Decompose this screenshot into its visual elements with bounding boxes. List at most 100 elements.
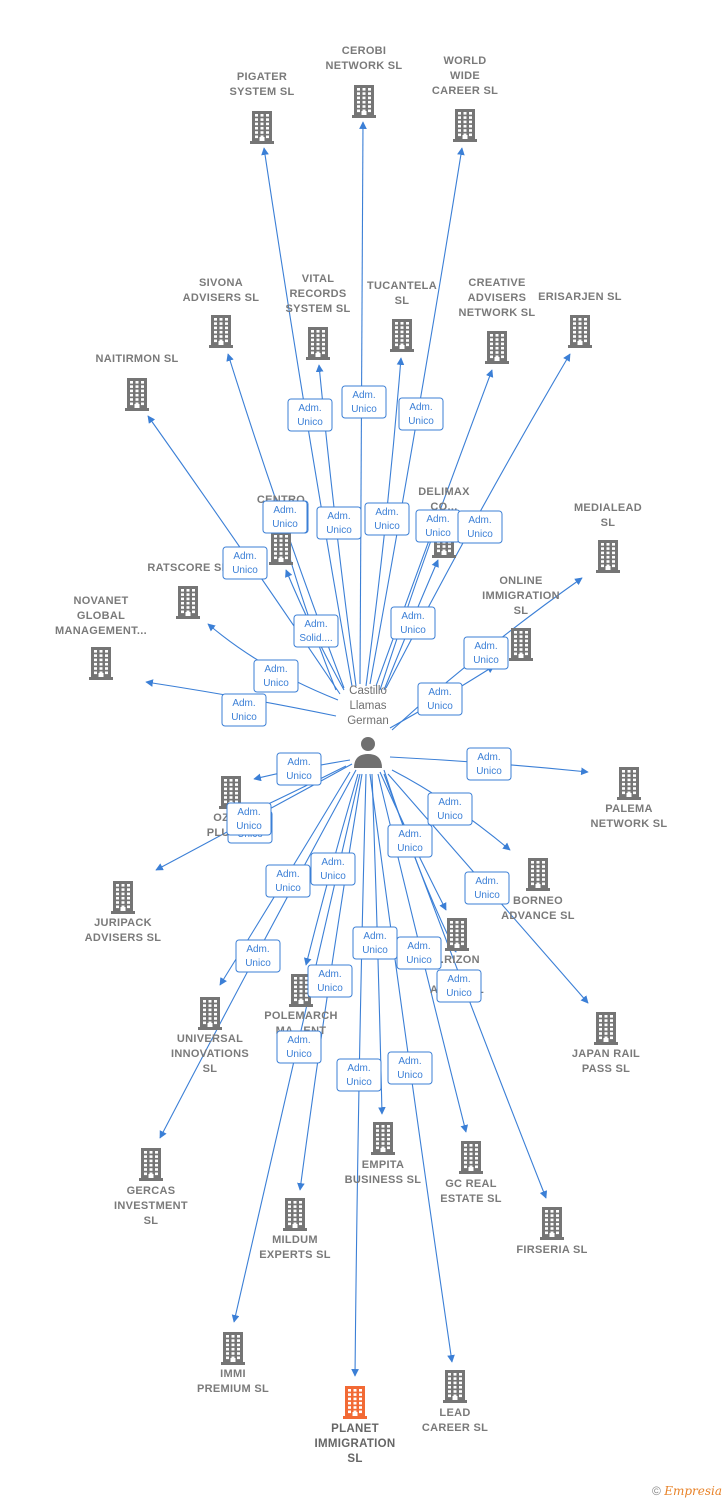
company-label-line: PREMIUM SL: [197, 1383, 269, 1395]
company-label-line: SYSTEM SL: [229, 86, 294, 98]
company-label-line: RATSCORE SL: [147, 562, 228, 574]
company-node-naitirmon[interactable]: NAITIRMON SL: [95, 353, 178, 411]
role-badge-gercas[interactable]: Adm.Unico: [235, 939, 281, 973]
role-badge-centro-bl[interactable]: Adm.Unico: [262, 500, 308, 534]
building-icon: [617, 767, 641, 800]
building-icon: [343, 1386, 367, 1419]
role-badge-cerobi[interactable]: Adm.Unico: [341, 385, 387, 419]
role-badge-palema[interactable]: Adm.Unico: [466, 747, 512, 781]
role-badge-medialead[interactable]: Adm.Unico: [463, 636, 509, 670]
role-badge-immi-premium[interactable]: Adm.Unico: [276, 1030, 322, 1064]
role-badge-delimax[interactable]: Adm.Unico: [390, 606, 436, 640]
role-badge-text: Unico: [286, 1049, 312, 1060]
role-badge-text: Adm.: [468, 515, 491, 526]
role-badge-japan-rail[interactable]: Adm.Unico: [464, 871, 510, 905]
role-badge-ozm-plus[interactable]: Adm.Unico: [276, 752, 322, 786]
building-icon: [139, 1148, 163, 1181]
role-badge-polemarch[interactable]: Adm.Unico: [310, 852, 356, 886]
role-badge-text: Unico: [236, 821, 262, 832]
company-node-novanet[interactable]: NOVANETGLOBALMANAGEMENT...: [55, 595, 147, 680]
building-icon: [283, 1198, 307, 1231]
role-badge-universal[interactable]: Adm.Unico: [265, 864, 311, 898]
role-badge-planet-immigration[interactable]: Adm.Unico: [336, 1058, 382, 1092]
brand-name: Empresia: [664, 1484, 722, 1498]
role-badge-tucantela[interactable]: Adm.Unico: [364, 502, 410, 536]
role-badge-text: Unico: [437, 811, 463, 822]
role-badge-gc-real[interactable]: Adm.Unico: [396, 936, 442, 970]
role-badge-pigater[interactable]: Adm.Unico: [287, 398, 333, 432]
building-icon: [445, 918, 469, 951]
role-badge-empita[interactable]: Adm. Unico: [352, 926, 398, 960]
role-badge-text: Solid....: [299, 633, 332, 644]
company-label-line: GLOBAL: [77, 610, 125, 622]
role-badge-text: Adm.: [363, 931, 386, 942]
company-label-line: SL: [395, 295, 410, 307]
role-badge-text: Adm.: [264, 664, 287, 675]
company-node-firseria[interactable]: FIRSERIA SL: [516, 1207, 587, 1256]
building-icon: [568, 315, 592, 348]
role-badge-text: Unico: [446, 988, 472, 999]
role-badge-text: Unico: [476, 766, 502, 777]
role-badge-borneo[interactable]: Adm. Unico: [427, 792, 473, 826]
role-badge-firseria[interactable]: Adm.Unico: [436, 969, 482, 1003]
role-badge-text: Adm.: [398, 1056, 421, 1067]
role-badge-mildum[interactable]: Adm.Unico: [307, 964, 353, 998]
role-badge-naitirmon[interactable]: Adm.Unico: [222, 546, 268, 580]
company-label-line: NETWORK SL: [326, 60, 403, 72]
role-badge-text: Unico: [408, 416, 434, 427]
company-label-line: UNIVERSAL: [177, 1033, 243, 1045]
role-badge-horizon[interactable]: Adm.Unico: [387, 824, 433, 858]
role-badge-online-immigration[interactable]: Adm.Unico: [417, 682, 463, 716]
copyright-symbol: ©: [652, 1484, 661, 1498]
company-label-line: SIVONA: [199, 277, 243, 289]
role-badge-text: Unico: [374, 521, 400, 532]
role-badge-creative-advisers[interactable]: Adm.Unico: [415, 509, 461, 543]
role-badge-text: Adm.: [318, 969, 341, 980]
role-badge-text: Adm.: [233, 551, 256, 562]
role-badge-novanet[interactable]: Adm.Unico: [221, 693, 267, 727]
company-label-line: ONLINE: [499, 575, 542, 587]
role-badge-text: Adm.: [438, 797, 461, 808]
building-icon: [453, 109, 477, 142]
role-badge-ozm-plus[interactable]: Adm.Unico: [226, 802, 272, 836]
company-label-line: IMMIGRATION: [314, 1438, 395, 1450]
role-badge-text: Unico: [362, 945, 388, 956]
role-badge-erisarjen[interactable]: Adm.Unico: [457, 510, 503, 544]
role-badge-text: Adm.: [398, 829, 421, 840]
company-label-line: GERCAS: [127, 1185, 176, 1197]
role-badge-lead-career[interactable]: Adm.Unico: [387, 1051, 433, 1085]
building-icon: [390, 319, 414, 352]
role-badge-text: Adm.: [298, 403, 321, 414]
role-badge-world-wide[interactable]: Adm.Unico: [398, 397, 444, 431]
building-icon: [221, 1332, 245, 1365]
role-badge-vital-records[interactable]: Adm.Unico: [316, 506, 362, 540]
role-badge-ratscore[interactable]: Adm.Unico: [253, 659, 299, 693]
building-icon: [540, 1207, 564, 1240]
role-badge-centro-bl[interactable]: Adm.Solid....: [293, 614, 339, 648]
company-node-erisarjen[interactable]: ERISARJEN SL: [538, 291, 622, 348]
company-node-ratscore[interactable]: RATSCORE SL: [147, 562, 228, 619]
footer-brand[interactable]: © Empresia: [652, 1484, 722, 1498]
